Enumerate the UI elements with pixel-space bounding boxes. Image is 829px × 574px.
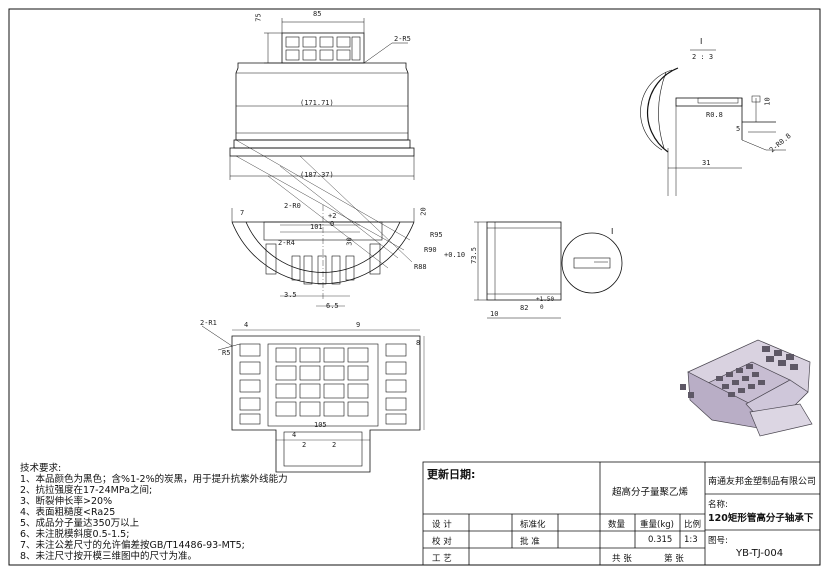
approve-label: 批 准 [520, 537, 540, 547]
dim-arc-r95: R95 [430, 231, 443, 239]
note-item: 7、未注公差尺寸的允许偏差按GB/T14486-93-MT5; [20, 540, 245, 551]
detail-dim-31: 31 [702, 159, 711, 167]
check-label: 校 对 [432, 537, 452, 547]
front-flange [229, 147, 415, 157]
side-body [486, 221, 562, 301]
dim-plan-right: 8 [416, 339, 421, 347]
dim-arc-r90: R90 [424, 246, 437, 254]
dim-plan-b2: 2 [302, 441, 307, 449]
dim-arc-width: 101 [310, 223, 323, 231]
dim-arc-r4: 2-R4 [278, 239, 295, 247]
detail-dim-r: R0.8 [706, 111, 723, 119]
side-view [474, 221, 623, 319]
dim-plan-left: 4 [244, 321, 249, 329]
note-item: 3、断裂伸长率>20% [20, 496, 113, 507]
dim-arc-tol3: +0.10 [444, 251, 466, 259]
note-item: 1、本品颜色为黑色；含%1-2%的炭黑，用于提升抗紫外线能力 [20, 474, 288, 485]
dim-arc-tol2: 0 [330, 220, 335, 228]
note-item: 2、抗拉强度在17-24MPa之间; [20, 485, 153, 496]
standardize-label: 标准化 [520, 520, 546, 530]
plan-grid [239, 343, 407, 467]
title-block-lines [422, 461, 821, 566]
detail-dim-10: 10 [763, 97, 772, 106]
material: 超高分子量聚乙烯 [612, 487, 689, 498]
note-item: 6、未注脱模斜度0.5-1.5; [20, 529, 130, 540]
dim-top-chamfer: 2-R5 [394, 35, 411, 43]
arc-view [231, 205, 415, 307]
dim-arc-left: 7 [240, 209, 245, 217]
dim-plan-b1: 4 [292, 431, 297, 439]
front-view [229, 18, 415, 269]
border-frame [8, 8, 821, 566]
notes-title: 技术要求: [20, 463, 62, 474]
dim-plan-top: 9 [356, 321, 361, 329]
dim-side-tol: +1.50 [536, 296, 555, 303]
detail-scale: 2 : 3 [692, 53, 714, 61]
note-item: 4、表面粗糙度<Ra25 [20, 507, 116, 518]
process-label: 工 艺 [432, 554, 452, 564]
drawing-no-label: 图号: [708, 536, 728, 546]
side-callout-label: I [611, 227, 614, 236]
total-sheets: 共 张 [612, 554, 632, 564]
plan-outline [231, 335, 421, 473]
dim-arc-tol: +2 [328, 212, 337, 220]
ratio-label: 比例 [684, 520, 702, 530]
dim-arc-mid: 20 [419, 207, 428, 216]
name-label: 名称: [708, 500, 728, 510]
company-name: 南通友邦金塑制品有限公司 [708, 477, 817, 487]
dim-arc-r88: R88 [414, 263, 427, 271]
detail-label: I [700, 37, 703, 46]
iso-render [680, 339, 813, 437]
plan-view [201, 325, 425, 473]
dim-body-width: (171.71) [300, 99, 334, 107]
dim-arc-b1: 3.5 [284, 291, 297, 299]
dim-side-tol2: 0 [540, 304, 544, 311]
note-item: 8、未注尺寸按开模三维图中的尺寸为准。 [20, 551, 198, 562]
dim-plan-chamfer: 2-R1 [200, 319, 217, 327]
note-item: 5、成品分子量达350万以上 [20, 518, 140, 529]
detail-view [640, 49, 786, 196]
dim-arc-b2: 6.5 [326, 302, 339, 310]
ratio-value: 1:3 [684, 535, 698, 545]
quantity-label: 数量 [608, 520, 626, 530]
detail-dim-5: 5 [736, 125, 741, 133]
detail-callout-circle [561, 232, 623, 294]
arc-slots [265, 243, 381, 285]
dim-plan-b3: 2 [332, 441, 337, 449]
dim-top-height: 75 [254, 13, 263, 22]
dim-arc-h: 30 [345, 237, 354, 246]
front-top-grid [285, 36, 361, 61]
update-date-label: 更新日期: [427, 468, 476, 481]
part-name: 120矩形管高分子轴承下 [708, 513, 814, 524]
weight-label: 重量(kg) [640, 520, 674, 530]
sheet-no: 第 张 [664, 554, 684, 564]
dim-plan-bottom: 105 [314, 421, 327, 429]
dim-top-width: 85 [313, 10, 322, 18]
dim-plan-r: R5 [222, 349, 231, 357]
dim-side-small: 10 [490, 310, 499, 318]
weight-value: 0.315 [648, 535, 673, 545]
dim-side-width: 82 [520, 304, 529, 312]
drawing-no: YB-TJ-004 [736, 548, 784, 559]
dim-flange-width: (187.37) [300, 171, 334, 179]
design-label: 设 计 [432, 520, 452, 530]
dim-arc-chamfer: 2-R0 [284, 202, 301, 210]
dim-side-height: 73.5 [469, 247, 478, 264]
technical-requirements: 技术要求: 1、本品颜色为黑色；含%1-2%的炭黑，用于提升抗紫外线能力 2、抗… [20, 463, 288, 562]
